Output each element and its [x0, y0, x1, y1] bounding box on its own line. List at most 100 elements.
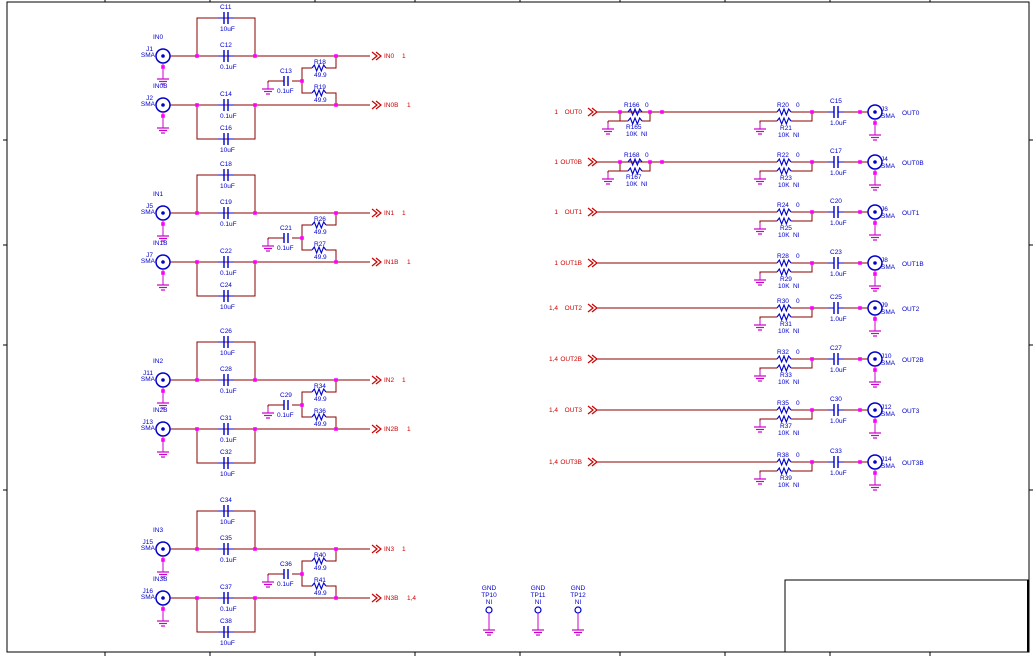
capacitor — [828, 106, 844, 118]
net-page-ref: 1 — [407, 426, 411, 433]
chevron — [587, 107, 594, 117]
ground-symbol — [262, 407, 274, 419]
junction-dot — [858, 460, 862, 464]
net-label: IN3B — [384, 595, 398, 602]
wire — [759, 220, 777, 223]
capacitor-value: 10uF — [220, 147, 235, 154]
chevron — [371, 51, 378, 61]
capacitor-ref: C34 — [220, 497, 232, 504]
ground-symbol — [869, 325, 881, 337]
capacitor — [828, 353, 844, 365]
chevron — [371, 257, 378, 267]
resistor-ref: R167 — [626, 174, 642, 181]
resistor — [311, 88, 327, 98]
output-connector-name: OUT2B — [902, 357, 924, 364]
ground-symbol — [869, 479, 881, 491]
resistor-ref: R28 — [777, 253, 789, 260]
wire — [326, 249, 337, 262]
ground-symbol — [869, 179, 881, 191]
resistor-value: 0 — [796, 298, 800, 305]
ground-symbol — [157, 122, 169, 134]
resistor-ref: R34 — [314, 383, 326, 390]
resistor-value: 0 — [645, 102, 649, 109]
junction-dot — [648, 110, 652, 114]
wire — [326, 585, 337, 598]
chevron — [375, 257, 382, 267]
testpoint-circle — [485, 606, 493, 614]
chevron — [591, 207, 598, 217]
input-connector-name: IN0 — [153, 34, 164, 41]
wire — [791, 359, 813, 369]
ground-symbol — [869, 129, 881, 141]
offpage-connector-icon — [371, 375, 382, 385]
resistor-value: 10K — [778, 232, 790, 239]
input-connector-ref: J13 — [143, 419, 154, 426]
input-connector-ref: J15 — [143, 539, 154, 546]
resistor-ref: R166 — [624, 102, 640, 109]
ground-symbol — [754, 473, 766, 485]
junction-dot — [195, 378, 199, 382]
resistor-value: 49.9 — [314, 590, 327, 597]
junction-dot — [334, 54, 338, 58]
junction-dot — [858, 160, 862, 164]
junction-dot — [858, 210, 862, 214]
resistor-value: 10K — [778, 482, 790, 489]
connector-pin — [161, 54, 165, 58]
connector-ground-dot — [161, 389, 165, 393]
capacitor-ref: C21 — [280, 225, 292, 232]
offpage-connector-icon — [587, 457, 598, 467]
output-connector-type: SMA — [881, 213, 896, 220]
connector-ground-dot — [873, 121, 877, 125]
offpage-connector-icon — [587, 303, 598, 313]
net-label: IN0 — [384, 53, 395, 60]
connector-pin — [161, 211, 165, 215]
testpoint-net: GND — [571, 585, 586, 592]
resistor — [776, 303, 792, 313]
resistor-value: 10K — [626, 181, 638, 188]
input-connector-type: SMA — [141, 258, 156, 265]
connector-pin — [161, 596, 165, 600]
parts-layer — [155, 12, 883, 638]
resistor-ni: NI — [641, 131, 648, 138]
capacitor-value: 0.1uF — [220, 270, 237, 277]
ground-symbol — [157, 279, 169, 291]
junction-dot — [253, 596, 257, 600]
wire — [759, 316, 777, 319]
junction-dot — [300, 572, 304, 576]
capacitor-value: 1.0uF — [830, 470, 847, 477]
net-label: OUT2 — [565, 305, 583, 312]
wire — [196, 598, 256, 633]
output-connector-ref: J3 — [881, 106, 888, 113]
wire — [759, 170, 777, 173]
capacitor-ref: C27 — [830, 345, 842, 352]
junction-dot — [334, 596, 338, 600]
wire — [196, 510, 256, 549]
resistor-ref: R27 — [314, 241, 326, 248]
input-connector-type: SMA — [141, 376, 156, 383]
junction-dot — [660, 110, 664, 114]
ground-symbol — [869, 229, 881, 241]
connector-ground-dot — [873, 368, 877, 372]
chevron — [375, 375, 382, 385]
chevron — [371, 424, 378, 434]
resistor-value: 10K — [778, 430, 790, 437]
resistor — [776, 107, 792, 117]
junction-dot — [195, 547, 199, 551]
resistor-ref: R33 — [780, 372, 792, 379]
capacitor-ref: C24 — [220, 282, 232, 289]
offpage-connector-icon — [587, 405, 598, 415]
ground-symbol — [754, 173, 766, 185]
junction-dot — [253, 547, 257, 551]
resistor-value: 10K — [778, 283, 790, 290]
connector-ground-dot — [873, 171, 877, 175]
sma-connector — [155, 48, 171, 73]
wire — [326, 56, 337, 69]
ground-symbol — [754, 223, 766, 235]
offpage-connector-icon — [587, 258, 598, 268]
connector-pin — [161, 260, 165, 264]
junction-dot — [648, 160, 652, 164]
output-connector-type: SMA — [881, 264, 896, 271]
chevron — [371, 100, 378, 110]
input-connector-ref: J7 — [146, 252, 153, 259]
